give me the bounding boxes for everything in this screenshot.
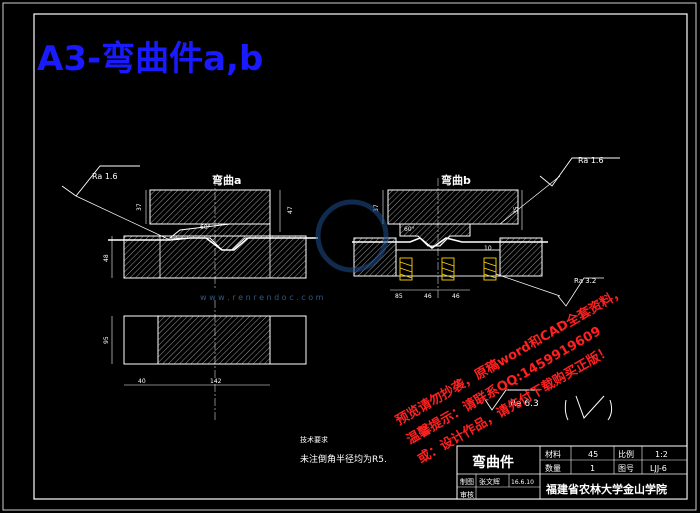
right-punch [399,223,471,247]
tb-school: 福建省农林大学金山学院 [545,482,667,496]
check-symbol-bracket [607,399,613,421]
right-section-view: 弯曲b 37 35 60° 10 85 46 46 Ra 1. [352,156,620,307]
left-lower-die [123,235,307,279]
right-roughness-symbol [539,157,620,187]
left-roughness-value: Ra 1.6 [92,172,118,181]
right-dim-46b: 46 [452,293,460,300]
red-watermark: 预览请勿抄袭，原稿word和CAD全套资料， 温馨提示：请联系QQ:145991… [393,284,628,467]
left-dim-47: 47 [287,206,294,214]
plan-dim-142: 142 [210,378,222,385]
left-workpiece [108,237,318,251]
right-roughness-value: Ra 1.6 [578,156,604,165]
right-angle: 60° [404,226,415,233]
tb-drawing-no-value: LJJ-6 [650,464,667,473]
left-view-label: 弯曲a [212,173,241,187]
notes-heading: 技术要求 [300,435,328,444]
left-roughness-symbol [61,165,140,197]
tb-qty-value: 1 [590,464,595,473]
right-dim-37: 37 [373,204,380,212]
sheet-title: A3-弯曲件a,b [37,39,263,79]
tb-material-value: 45 [588,450,598,459]
right-dim-46a: 46 [424,293,432,300]
tb-drafter-name: 张文辉 [479,477,500,486]
mid-roughness-value: Ra 3.2 [574,277,596,285]
tb-date: 16.6.10 [511,479,534,486]
right-lower-die-right [499,237,543,277]
right-workpiece [352,237,548,250]
left-upper-die [149,189,271,225]
tb-scale-value: 1:2 [655,450,668,459]
left-dim-48: 48 [103,254,110,262]
tb-material-label: 材料 [545,449,561,459]
notes-line1: 未注倒角半径均为R5. [300,453,387,465]
right-roughness-leader [499,175,561,225]
bottom-roughness-value: Ra 6.3 [510,399,539,409]
plan-dim-40: 40 [138,378,146,385]
bottom-roughness-symbol [483,389,540,411]
plan-dim-95: 95 [103,336,110,344]
left-angle: 60° [200,224,211,231]
right-lower-die-left [353,237,397,277]
tb-drawing-no-label: 图号 [618,464,634,473]
plan-hatched-block [157,315,271,365]
site-watermark: w w w . r e n r e n d o c . c o m [200,293,324,302]
left-roughness-leader [75,195,171,241]
site-watermark-logo [315,199,389,273]
check-symbol [564,395,605,421]
mid-roughness-symbol [557,277,604,307]
left-dim-37: 37 [136,203,143,211]
inner-frame [33,13,688,500]
right-springs [399,257,497,281]
right-upper-die [387,189,519,225]
tb-part-name: 弯曲件 [472,454,514,471]
right-dim-85: 85 [395,293,403,300]
tb-drafter-label: 制图 [460,477,474,486]
tb-scale-label: 比例 [618,449,634,459]
right-view-label: 弯曲b [441,173,471,187]
title-block: 弯曲件 材料 45 数量 1 比例 1:2 图号 LJJ-6 制图 张文辉 16… [456,445,688,500]
mid-roughness-leader [495,273,561,297]
right-dim-10: 10 [484,245,492,252]
red-watermark-line2: 温馨提示：请联系QQ:1459919609 [404,323,604,448]
right-dim-35: 35 [513,206,520,214]
tb-qty-label: 数量 [545,463,561,473]
plan-view: 95 40 142 [103,300,307,420]
tb-reviewer-label: 审核 [460,490,474,499]
left-section-view: 弯曲a 37 47 60° 48 Ra 1.6 [61,165,318,290]
